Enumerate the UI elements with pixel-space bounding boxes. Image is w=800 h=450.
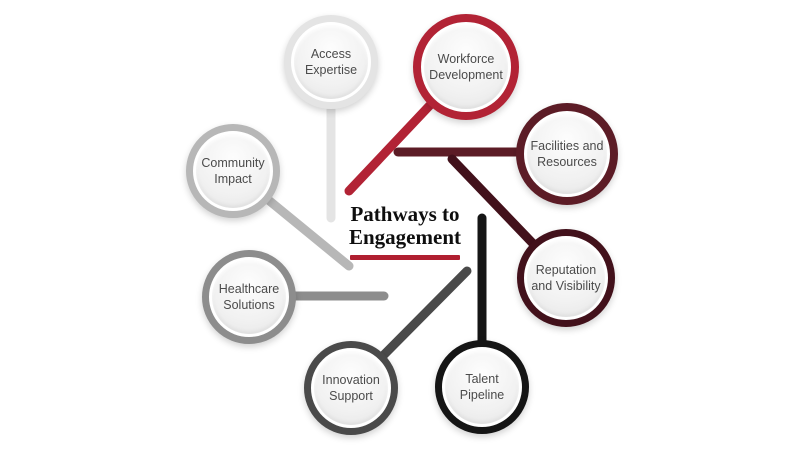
node-inner: Workforce Development xyxy=(424,25,508,109)
node-label-line: Expertise xyxy=(304,63,358,77)
node-label-line: Pipeline xyxy=(459,388,505,402)
node-label-line: Solutions xyxy=(223,298,275,312)
node-label-line: and Visibility xyxy=(531,279,601,293)
node-label-line: Innovation xyxy=(322,373,380,387)
node-label: Community Impact xyxy=(201,155,264,187)
node-label-line: Community xyxy=(201,156,265,170)
node-label-line: Access xyxy=(310,47,352,61)
node-label: Reputation and Visibility xyxy=(531,262,600,294)
node-inner: Community Impact xyxy=(196,134,270,208)
node-label-line: Impact xyxy=(214,172,252,186)
title-line-2: Engagement xyxy=(349,225,461,249)
node-inner: Access Expertise xyxy=(294,25,368,99)
node-talent-pipeline: Talent Pipeline xyxy=(435,340,529,434)
node-inner: Healthcare Solutions xyxy=(212,260,286,334)
node-community-impact: Community Impact xyxy=(186,124,280,218)
node-healthcare-solutions: Healthcare Solutions xyxy=(202,250,296,344)
node-innovation-support: Innovation Support xyxy=(304,341,398,435)
node-inner: Innovation Support xyxy=(314,351,388,425)
node-label-line: Healthcare xyxy=(218,282,280,296)
node-label-line: Workforce xyxy=(437,52,495,66)
node-label: Access Expertise xyxy=(305,46,357,78)
node-inner: Facilities and Resources xyxy=(527,114,607,194)
diagram-title: Pathways to Engagement xyxy=(322,203,488,260)
node-label: Healthcare Solutions xyxy=(219,281,279,313)
node-inner: Reputation and Visibility xyxy=(527,239,605,317)
node-workforce-development: Workforce Development xyxy=(413,14,519,120)
node-label: Facilities and Resources xyxy=(531,138,604,170)
node-label-line: Support xyxy=(329,389,373,403)
node-label-line: Resources xyxy=(537,155,597,169)
node-label-line: Reputation xyxy=(535,263,597,277)
node-label-line: Facilities and xyxy=(530,139,604,153)
node-label-line: Talent xyxy=(465,372,499,386)
node-label-line: Development xyxy=(429,68,503,82)
title-underline xyxy=(350,255,460,260)
node-inner: Talent Pipeline xyxy=(445,350,519,424)
node-label: Talent Pipeline xyxy=(460,371,504,403)
node-facilities-and-resources: Facilities and Resources xyxy=(516,103,618,205)
node-access-expertise: Access Expertise xyxy=(284,15,378,109)
node-reputation-and-visibility: Reputation and Visibility xyxy=(517,229,615,327)
node-label: Workforce Development xyxy=(429,51,503,83)
title-line-1: Pathways to xyxy=(350,202,460,226)
node-label: Innovation Support xyxy=(322,372,380,404)
